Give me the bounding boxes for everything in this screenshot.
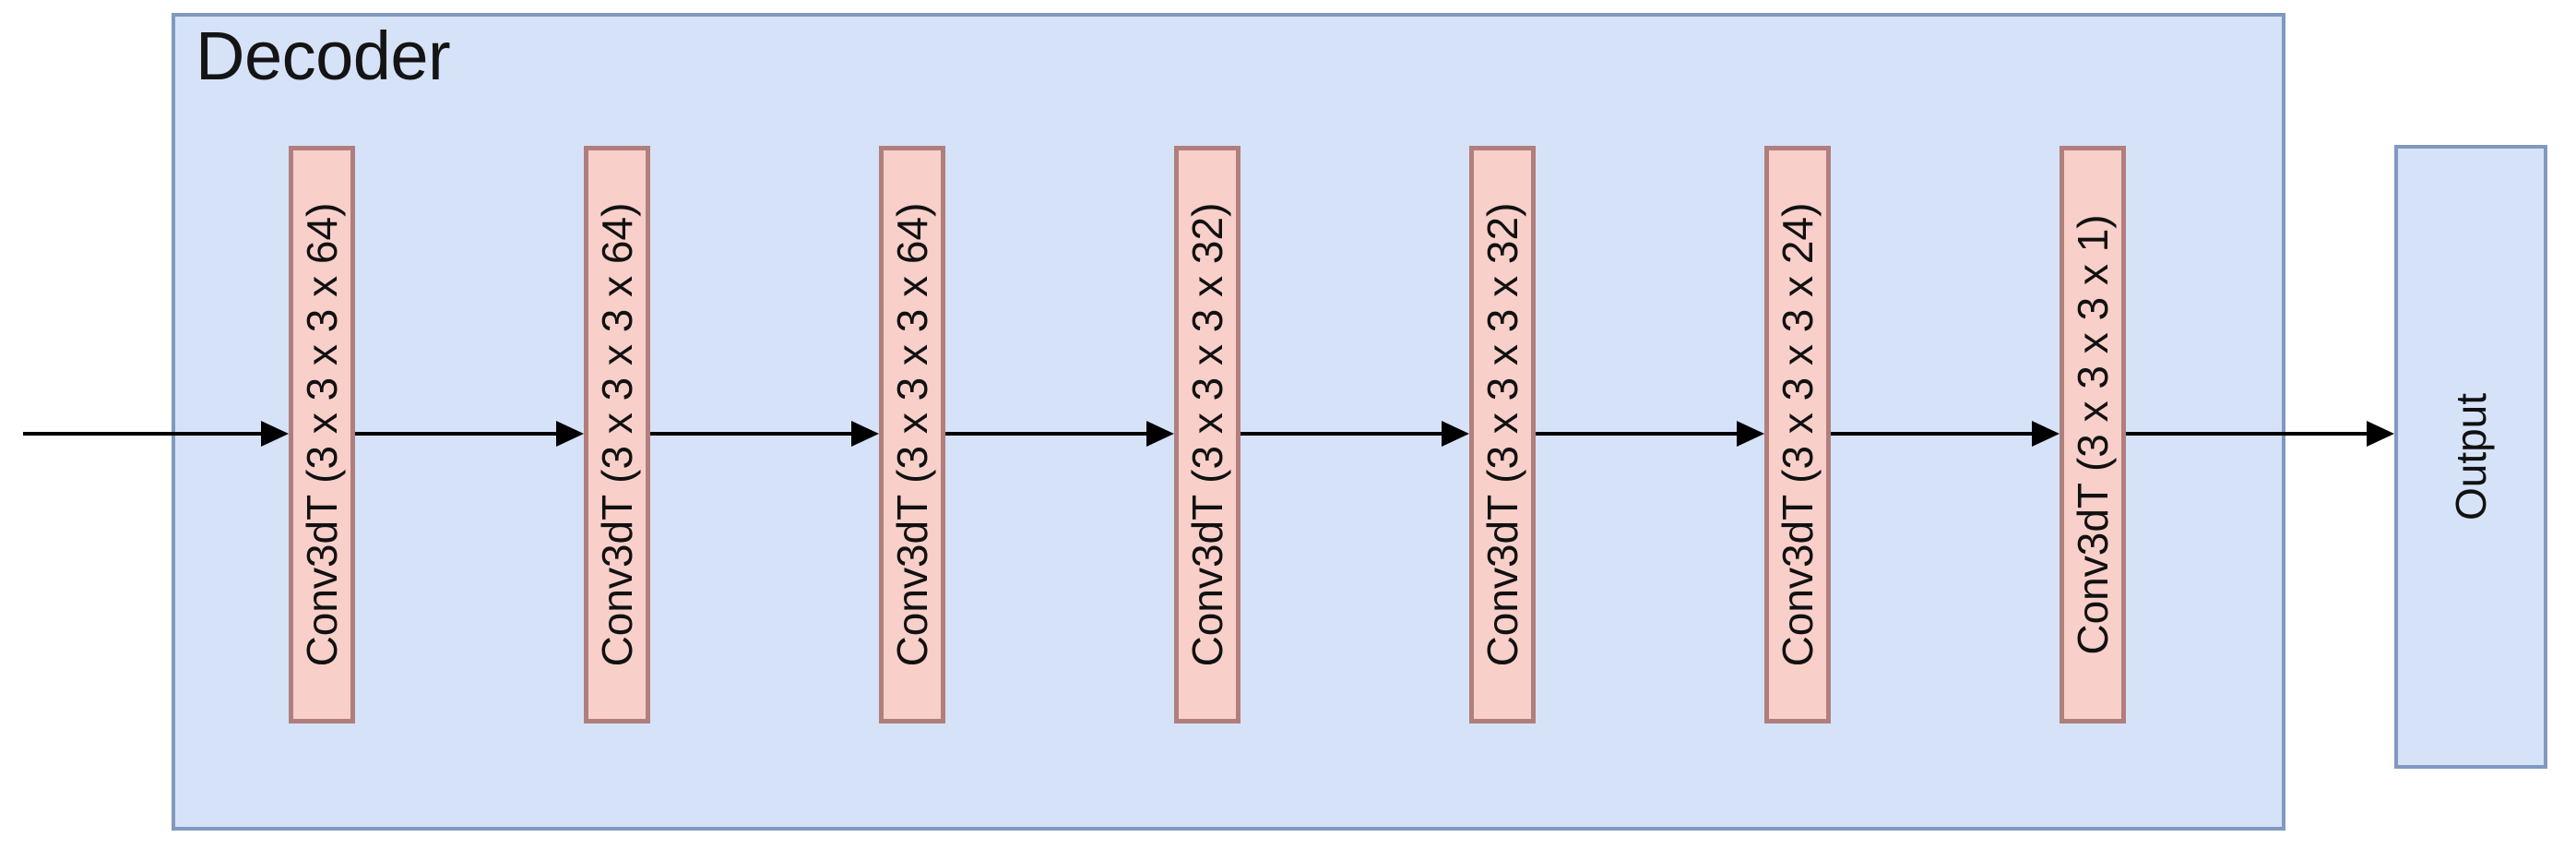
- output-block: Output: [2394, 145, 2547, 769]
- arrow-head: [556, 421, 584, 447]
- arrow-head: [1442, 421, 1469, 447]
- conv-layer-5-label: Conv3dT (3 x 3 x 3 x 32): [1478, 202, 1526, 667]
- conv-layer-2: Conv3dT (3 x 3 x 3 x 64): [584, 146, 650, 723]
- output-arrow-head: [2367, 421, 2394, 447]
- arrow-shaft: [355, 432, 556, 436]
- arrow-shaft: [1241, 432, 1442, 436]
- arrow-head: [1737, 421, 1764, 447]
- conv-layer-4-label: Conv3dT (3 x 3 x 3 x 32): [1183, 202, 1231, 667]
- input-arrow-head: [261, 421, 289, 447]
- arrow-shaft: [1536, 432, 1737, 436]
- output-label: Output: [2447, 392, 2495, 521]
- arrow-head: [851, 421, 879, 447]
- arrow-layer2-to-layer3: [650, 415, 879, 452]
- conv-layer-3-label: Conv3dT (3 x 3 x 3 x 64): [888, 202, 936, 667]
- conv-layer-5: Conv3dT (3 x 3 x 3 x 32): [1469, 146, 1536, 723]
- arrow-layer3-to-layer4: [945, 415, 1174, 452]
- conv-layer-3: Conv3dT (3 x 3 x 3 x 64): [879, 146, 945, 723]
- arrow-shaft: [650, 432, 851, 436]
- conv-layer-2-label: Conv3dT (3 x 3 x 3 x 64): [593, 202, 641, 667]
- arrow-layer6-to-layer7: [1831, 415, 2060, 452]
- conv-layer-1: Conv3dT (3 x 3 x 3 x 64): [289, 146, 355, 723]
- arrow-head: [1146, 421, 1174, 447]
- conv-layer-6: Conv3dT (3 x 3 x 3 x 24): [1764, 146, 1831, 723]
- arrow-shaft: [1831, 432, 2032, 436]
- arrow-shaft: [945, 432, 1146, 436]
- conv-layer-7: Conv3dT (3 x 3 x 3 x 1): [2060, 146, 2126, 723]
- conv-layer-7-label: Conv3dT (3 x 3 x 3 x 1): [2069, 214, 2117, 655]
- input-arrow-shaft: [23, 432, 261, 436]
- input-arrow: [23, 415, 289, 452]
- output-arrow-shaft: [2126, 432, 2367, 436]
- arrow-layer1-to-layer2: [355, 415, 584, 452]
- decoder-title: Decoder: [196, 18, 451, 94]
- conv-layer-4: Conv3dT (3 x 3 x 3 x 32): [1174, 146, 1241, 723]
- output-arrow: [2126, 415, 2394, 452]
- conv-layer-6-label: Conv3dT (3 x 3 x 3 x 24): [1774, 202, 1822, 667]
- arrow-head: [2032, 421, 2060, 447]
- arrow-layer4-to-layer5: [1241, 415, 1469, 452]
- conv-layer-1-label: Conv3dT (3 x 3 x 3 x 64): [298, 202, 346, 667]
- arrow-layer5-to-layer6: [1536, 415, 1764, 452]
